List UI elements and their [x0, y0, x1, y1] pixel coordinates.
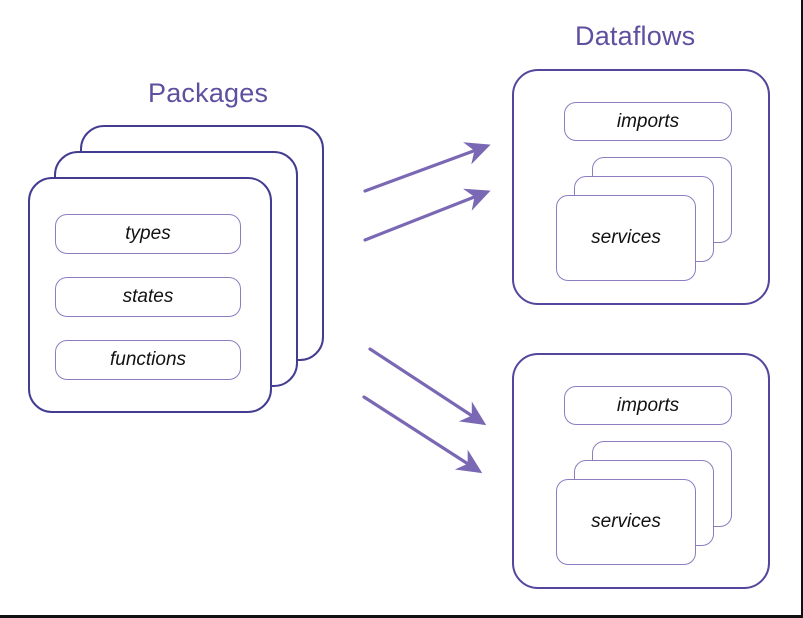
packages-title: Packages: [148, 78, 269, 108]
packages-to-dataflow-1-upper: [363, 142, 491, 193]
package-item-types: types: [55, 214, 241, 254]
dataflow-2-imports-box: imports: [564, 386, 732, 425]
package-item-states: states: [55, 277, 241, 317]
dataflow-2-service-card-front: services: [556, 479, 696, 565]
dataflow-2-services-stack: services: [556, 441, 732, 565]
dataflow-1-service-card-front: services: [556, 195, 696, 281]
dataflow-card-1: imports services: [512, 69, 770, 305]
package-item-functions: functions: [55, 340, 241, 380]
packages-to-dataflow-2-lower: [362, 395, 483, 474]
packages-to-dataflow-1-lower: [363, 188, 491, 242]
dataflow-1-imports-box: imports: [564, 102, 732, 141]
dataflow-1-services-stack: services: [556, 157, 732, 281]
packages-to-dataflow-2-upper: [368, 347, 487, 426]
dataflow-card-2: imports services: [512, 353, 770, 589]
dataflows-title: Dataflows: [575, 21, 696, 51]
